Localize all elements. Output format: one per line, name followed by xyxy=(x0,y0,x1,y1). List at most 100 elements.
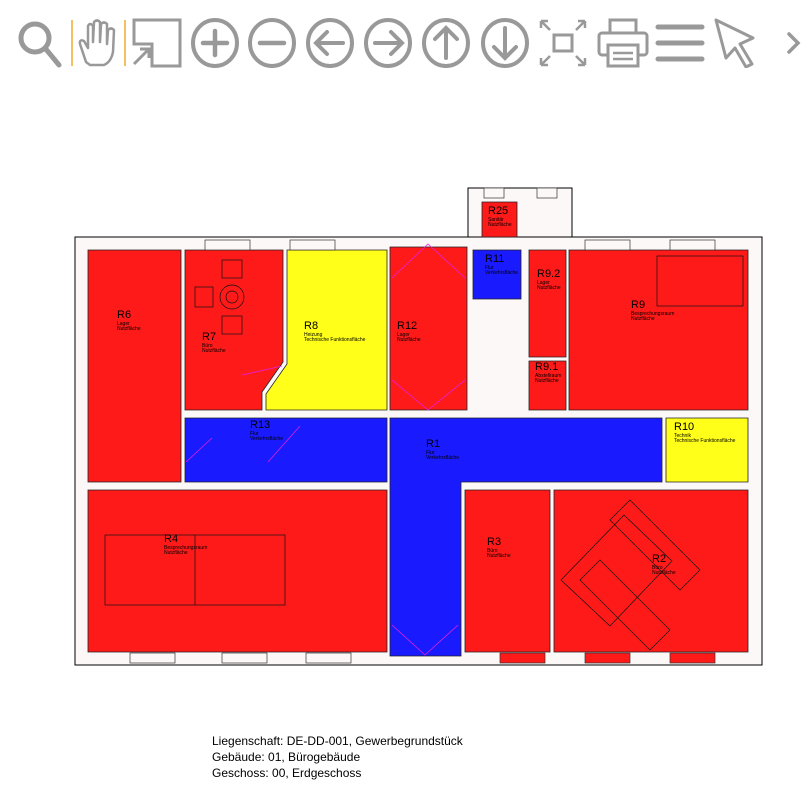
svg-text:Lager: Lager xyxy=(537,280,550,286)
arrow-left-icon xyxy=(306,18,354,68)
footer-property: Liegenschaft: DE-DD-001, Gewerbegrundstü… xyxy=(212,734,463,748)
room-R3[interactable] xyxy=(464,489,551,653)
room-R4[interactable] xyxy=(87,489,388,653)
room-R25[interactable] xyxy=(481,201,518,238)
room-R12[interactable] xyxy=(389,246,468,411)
room-R13[interactable] xyxy=(184,417,388,483)
svg-text:Büro: Büro xyxy=(202,343,213,349)
svg-text:R4: R4 xyxy=(164,533,178,545)
fit-screen-icon xyxy=(539,19,587,67)
chevron-right-icon xyxy=(787,32,801,54)
pan-down-button[interactable] xyxy=(480,18,530,68)
svg-text:Heizung: Heizung xyxy=(304,332,323,338)
zoom-extent-icon xyxy=(132,18,182,68)
svg-text:R1: R1 xyxy=(426,438,440,450)
svg-text:Nutzfläche: Nutzfläche xyxy=(652,570,676,576)
svg-text:Besprechungsraum: Besprechungsraum xyxy=(631,311,674,317)
search-button[interactable] xyxy=(14,18,66,68)
svg-text:Besprechungsraum: Besprechungsraum xyxy=(164,545,207,551)
svg-text:Nutzfläche: Nutzfläche xyxy=(397,337,421,343)
menu-icon xyxy=(655,24,705,62)
room-R2[interactable] xyxy=(553,489,749,653)
zoom-extent-button[interactable] xyxy=(130,18,182,68)
pan-right-button[interactable] xyxy=(363,18,413,68)
svg-text:Technische Funktionsfläche: Technische Funktionsfläche xyxy=(674,438,736,444)
room-R6[interactable] xyxy=(87,249,182,483)
svg-text:Flur: Flur xyxy=(250,431,259,437)
svg-text:Nutzfläche: Nutzfläche xyxy=(631,316,655,322)
zoom-out-button[interactable] xyxy=(247,18,297,68)
pan-up-button[interactable] xyxy=(421,18,471,68)
svg-text:Verkehrsfläche: Verkehrsfläche xyxy=(250,436,283,442)
svg-text:Technische Funktionsfläche: Technische Funktionsfläche xyxy=(304,337,366,343)
svg-text:Nutzfläche: Nutzfläche xyxy=(535,378,559,384)
svg-text:R25: R25 xyxy=(488,205,508,217)
arrow-right-icon xyxy=(364,18,412,68)
fit-screen-button[interactable] xyxy=(538,18,588,68)
pan-left-button[interactable] xyxy=(305,18,355,68)
svg-text:Nutzfläche: Nutzfläche xyxy=(164,550,188,556)
search-icon xyxy=(18,21,62,68)
room-R1[interactable] xyxy=(389,417,663,657)
svg-text:Verkehrsfläche: Verkehrsfläche xyxy=(485,270,518,276)
room-R9-2[interactable] xyxy=(528,249,567,358)
svg-text:R11: R11 xyxy=(485,253,504,265)
footer-building: Gebäude: 01, Bürogebäude xyxy=(212,750,361,764)
menu-button[interactable] xyxy=(655,18,705,68)
svg-text:R7: R7 xyxy=(202,331,216,343)
door-swings xyxy=(185,243,466,656)
svg-text:Nutzfläche: Nutzfläche xyxy=(488,222,512,228)
more-button[interactable] xyxy=(784,18,804,68)
svg-text:Nutzfläche: Nutzfläche xyxy=(202,348,226,354)
svg-text:R8: R8 xyxy=(304,320,318,332)
print-button[interactable] xyxy=(597,18,649,68)
svg-text:Büro: Büro xyxy=(487,548,498,554)
svg-text:Technik: Technik xyxy=(674,433,691,439)
toolbar-separator xyxy=(71,20,73,66)
svg-text:R6: R6 xyxy=(117,309,131,321)
select-pointer-button[interactable] xyxy=(713,18,763,69)
toolbar-separator xyxy=(124,20,126,66)
svg-text:R3: R3 xyxy=(487,536,501,548)
svg-text:Nutzfläche: Nutzfläche xyxy=(537,285,561,291)
svg-text:Lager: Lager xyxy=(397,332,410,338)
pan-button[interactable] xyxy=(76,18,120,68)
pointer-icon xyxy=(714,18,755,69)
room-R9[interactable] xyxy=(568,249,749,411)
svg-text:R9: R9 xyxy=(631,299,645,311)
windows xyxy=(129,187,716,664)
svg-text:R2: R2 xyxy=(652,553,666,565)
svg-text:R13: R13 xyxy=(250,419,270,431)
print-icon xyxy=(597,18,649,68)
room-R7[interactable] xyxy=(184,249,284,411)
zoom-out-icon xyxy=(248,18,296,68)
room-R9-1[interactable] xyxy=(528,360,567,411)
zoom-in-button[interactable] xyxy=(190,18,240,68)
pan-hand-icon xyxy=(78,19,116,67)
svg-text:Flur: Flur xyxy=(426,450,435,456)
svg-text:Flur: Flur xyxy=(485,265,494,271)
svg-text:Lager: Lager xyxy=(117,321,130,327)
svg-text:Nutzfläche: Nutzfläche xyxy=(487,553,511,559)
footer-floor: Geschoss: 00, Erdgeschoss xyxy=(212,766,362,780)
svg-text:R10: R10 xyxy=(674,421,694,433)
svg-text:Sanitär: Sanitär xyxy=(488,217,504,223)
room-R8[interactable] xyxy=(265,249,388,411)
room-R10[interactable] xyxy=(665,417,749,483)
room-R11[interactable] xyxy=(472,249,522,300)
